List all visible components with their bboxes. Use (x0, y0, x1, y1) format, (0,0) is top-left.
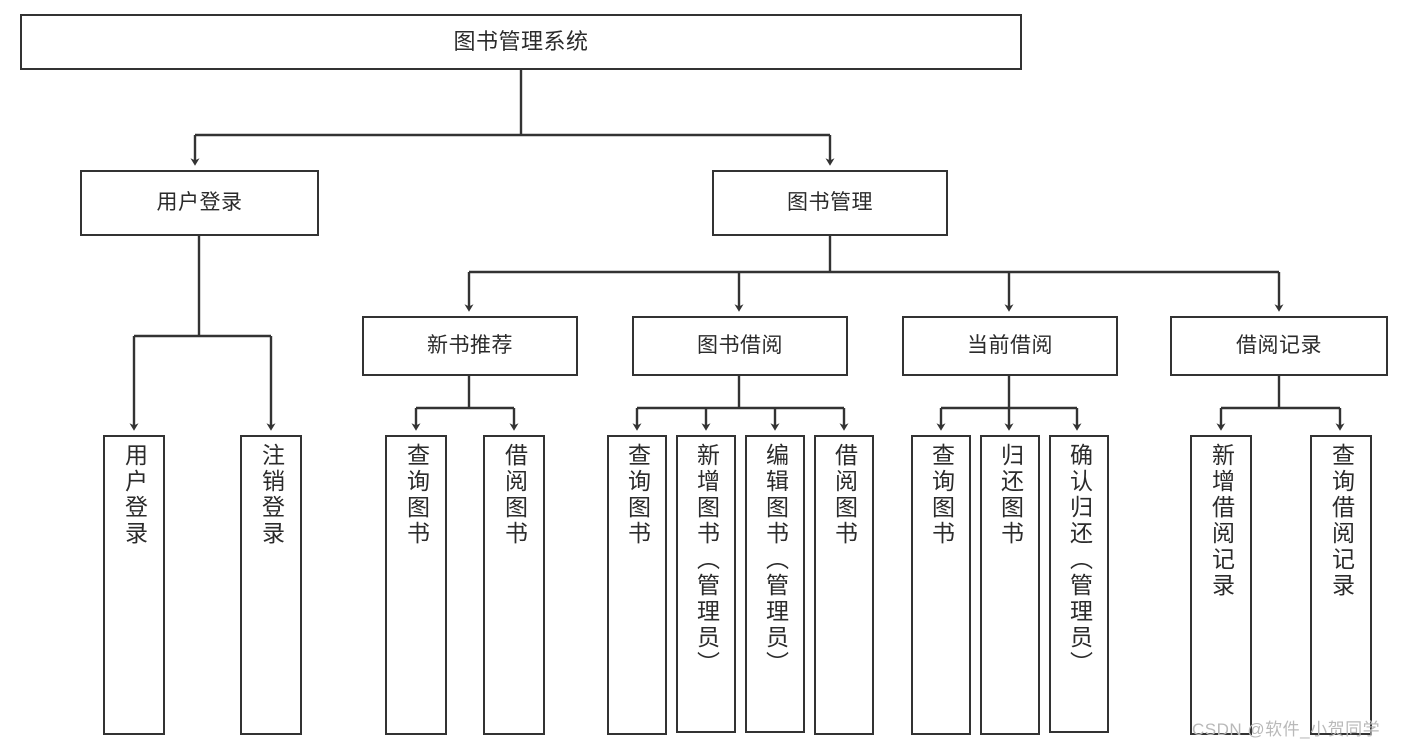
node-label: 查询图书 (403, 443, 430, 547)
leaf-borrow-book-2[interactable]: 借阅图书 (814, 435, 874, 735)
node-label: 借阅记录 (1236, 333, 1322, 357)
node-label: 图书借阅 (697, 333, 783, 357)
leaf-edit-book[interactable]: 编辑图书（管理员） (745, 435, 805, 733)
node-book-management[interactable]: 图书管理 (712, 170, 948, 236)
node-label: 编辑图书（管理员） (762, 443, 789, 677)
leaf-confirm-return[interactable]: 确认归还（管理员） (1049, 435, 1109, 733)
node-label: 新增借阅记录 (1208, 443, 1235, 599)
leaf-add-book[interactable]: 新增图书（管理员） (676, 435, 736, 733)
node-label: 查询图书 (624, 443, 651, 547)
node-label: 用户登录 (121, 443, 148, 547)
node-user-login[interactable]: 用户登录 (80, 170, 319, 236)
leaf-query-record[interactable]: 查询借阅记录 (1310, 435, 1372, 735)
node-label: 新增图书（管理员） (693, 443, 720, 677)
node-new-book-recommend[interactable]: 新书推荐 (362, 316, 578, 376)
node-label: 注销登录 (258, 443, 285, 547)
node-label: 借阅图书 (501, 443, 528, 547)
leaf-add-record[interactable]: 新增借阅记录 (1190, 435, 1252, 735)
csdn-watermark: CSDN @软件_小贺同学 (1192, 720, 1381, 739)
leaf-return-book[interactable]: 归还图书 (980, 435, 1040, 735)
leaf-user-login[interactable]: 用户登录 (103, 435, 165, 735)
leaf-query-book-3[interactable]: 查询图书 (911, 435, 971, 735)
node-borrow-record[interactable]: 借阅记录 (1170, 316, 1388, 376)
node-label: 图书管理系统 (453, 29, 589, 55)
node-book-borrow[interactable]: 图书借阅 (632, 316, 848, 376)
node-label: 图书管理 (787, 190, 873, 214)
leaf-logout[interactable]: 注销登录 (240, 435, 302, 735)
leaf-borrow-book-1[interactable]: 借阅图书 (483, 435, 545, 735)
node-label: 用户登录 (156, 190, 243, 214)
node-label: 归还图书 (997, 443, 1024, 547)
node-label: 查询借阅记录 (1328, 443, 1355, 599)
leaf-query-book-2[interactable]: 查询图书 (607, 435, 667, 735)
node-label: 查询图书 (928, 443, 955, 547)
node-label: 确认归还（管理员） (1066, 443, 1093, 677)
node-label: 借阅图书 (831, 443, 858, 547)
node-current-borrow[interactable]: 当前借阅 (902, 316, 1118, 376)
node-label: 当前借阅 (967, 333, 1053, 357)
node-label: 新书推荐 (427, 333, 513, 357)
leaf-query-book-1[interactable]: 查询图书 (385, 435, 447, 735)
node-root-system[interactable]: 图书管理系统 (20, 14, 1022, 70)
